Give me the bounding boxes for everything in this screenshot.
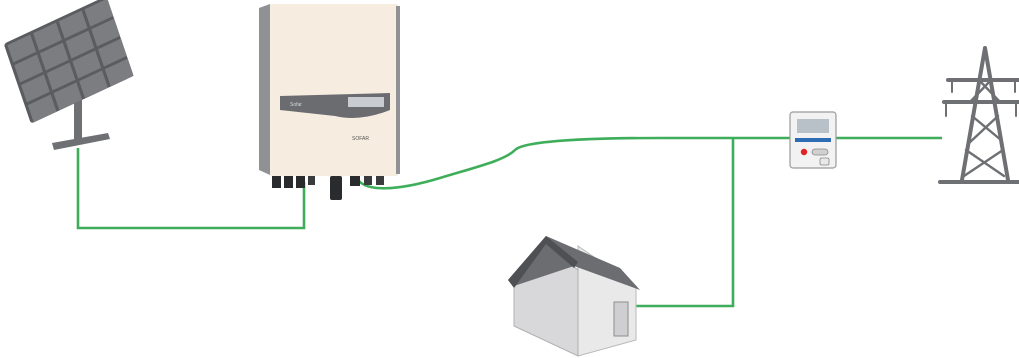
solar-cell (84, 0, 114, 27)
inverter-brand-label: SOFAR (352, 136, 369, 142)
meter-port (819, 157, 830, 166)
inverter-display-screen (348, 97, 384, 107)
solar-cell (65, 30, 95, 59)
solar-cell (14, 54, 43, 83)
meter-screen (797, 119, 829, 133)
solar-panel-array (4, 0, 134, 123)
wiring (76, 136, 942, 308)
solar-cell (21, 74, 50, 103)
solar-cell (27, 94, 57, 123)
inverter-connectors (272, 176, 384, 200)
meter-switch (811, 148, 829, 156)
house-icon (508, 236, 640, 357)
wire-to-house (636, 138, 735, 308)
power-pylon-icon (938, 46, 1019, 184)
solar-cell (39, 42, 69, 71)
inverter-body (270, 4, 398, 176)
solar-cell (98, 38, 127, 67)
meter-indicator-led (800, 148, 808, 156)
wire-panel-to-inverter (76, 148, 306, 230)
inverter-ac-gland (330, 176, 342, 200)
meter-blue-strip (795, 138, 831, 142)
solar-cell (79, 70, 108, 99)
solar-cell (53, 82, 83, 111)
house-door (613, 301, 629, 337)
solar-panel-foot (52, 133, 110, 150)
solar-panel-icon (4, 0, 134, 150)
inverter-model-label: Sofar (290, 102, 302, 108)
inverter-icon: Sofar SOFAR (259, 4, 400, 200)
solar-cell (104, 58, 134, 87)
solar-cell (7, 34, 37, 63)
solar-cell (33, 22, 62, 51)
solar-cells (7, 0, 134, 123)
solar-cell (46, 62, 76, 91)
solar-panel-pole (74, 86, 82, 144)
solar-cell (58, 10, 88, 39)
solar-cell (72, 50, 102, 79)
inverter-side-panel (259, 4, 270, 175)
wire-inverter-to-meter (354, 136, 790, 190)
solar-cell (91, 18, 120, 47)
energy-meter-icon (789, 111, 837, 169)
inverter-right-edge (396, 6, 400, 174)
